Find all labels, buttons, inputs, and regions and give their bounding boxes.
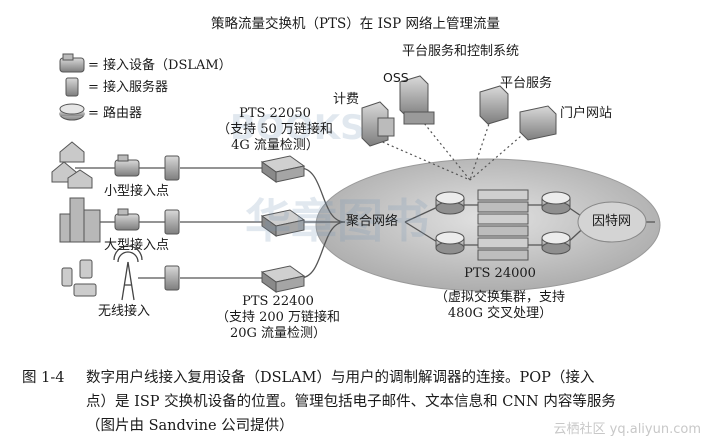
caption-line-3: （图片由 Sandvine 公司提供） [86,418,294,434]
oss-server-icon [399,75,435,125]
router-icon [435,231,465,255]
small-access-dslam-icon [114,154,140,177]
large-access-server-icon [164,209,180,235]
router-icon [541,191,571,215]
pts22400-name: PTS 22400 [242,294,314,309]
building-icon [59,197,101,243]
diagram: 华章图书 BOOKS 策略流量交换机（PTS）在 ISP 网络上管理流量 = 接… [51,16,661,341]
pts24000-name: PTS 24000 [464,266,536,281]
platform-service-label: 平台服务 [500,76,553,91]
legend-router-label: = 路由器 [88,106,143,121]
pts24000-desc-1: （虚拟交换集群，支持 [434,290,565,305]
legend-server-label: = 接入服务器 [88,80,169,95]
ghost-watermark-books: BOOKS [230,108,365,148]
billing-server-icon [361,101,395,147]
mobile-device-icon [61,259,97,297]
portal-server-icon [519,105,557,141]
pts22050-desc-1: （支持 50 万链接和 [217,122,333,137]
router-icon [541,231,571,255]
pts22050-name: PTS 22050 [239,106,311,121]
pts22400-device [260,265,306,293]
internet-label: 因特网 [592,214,632,229]
legend-server-icon [65,77,79,97]
legend-dslam-label: = 接入设备（DSLAM） [88,58,232,73]
figure-caption: 图 1-4 数字用户线接入复用设备（DSLAM）与用户的调制解调器的连接。POP（… [22,366,702,438]
portal-label: 门户网站 [560,106,613,121]
large-access-dslam-icon [114,208,140,231]
pts-middle-device [260,209,306,237]
aggregation-label: 聚合网络 [346,214,399,229]
caption-line-1: 数字用户线接入复用设备（DSLAM）与用户的调制解调器的连接。POP（接入 [86,370,595,386]
pts22400-desc-2: 20G 流量检测） [229,326,327,341]
diagram-title: 策略流量交换机（PTS）在 ISP 网络上管理流量 [210,16,501,32]
figure-number: 图 1-4 [22,370,65,386]
pts24000-desc-2: 480G 交叉处理） [447,306,553,321]
network-diagram-svg [51,53,661,301]
wireless-server-icon [164,265,180,291]
billing-label: 计费 [333,92,360,107]
aggregation-cloud [315,158,661,292]
control-lines [377,111,529,181]
cell-tower-icon [113,245,143,301]
house-icon [51,141,93,189]
legend-router-icon [59,103,85,121]
pts24000-cluster [477,189,529,261]
legend-dslam-icon [59,53,85,73]
router-icon [435,191,465,215]
pts22050-device [260,155,306,183]
wireless-access-label: 无线接入 [98,304,151,319]
caption-line-2: 点）是 ISP 交换机设备的位置。管理包括电子邮件、文本信息和 CNN 内容等服… [86,394,616,410]
ghost-watermark: 华章图书 [245,194,429,248]
small-access-label: 小型接入点 [104,184,170,199]
large-access-label: 大型接入点 [104,238,170,253]
platform-server-icon [479,85,509,125]
platform-system-label: 平台服务和控制系统 [402,44,520,59]
internet-cloud [577,201,647,243]
site-watermark: 云栖社区 yq.aliyun.com [553,422,701,437]
small-access-server-icon [164,155,180,181]
oss-label: OSS [383,70,409,85]
pts22400-desc-1: （支持 200 万链接和 [215,310,341,325]
pts22050-desc-2: 4G 流量检测） [231,138,319,153]
